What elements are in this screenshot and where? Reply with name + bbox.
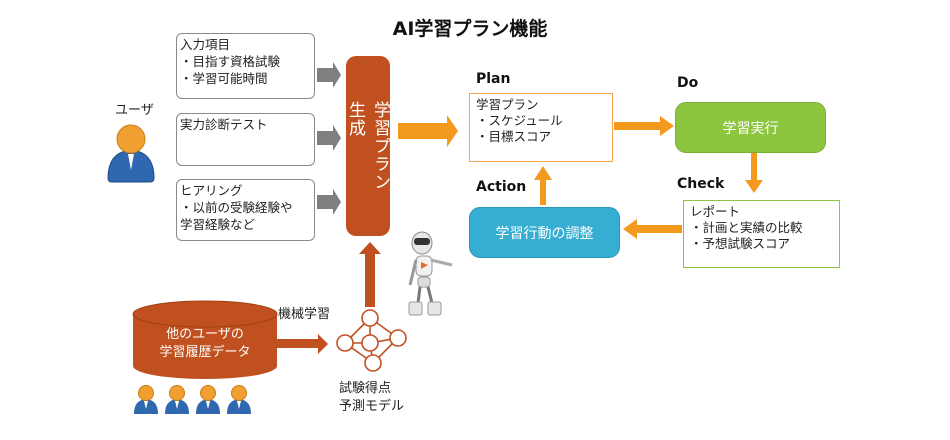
action-to-plan-arrow [534, 166, 552, 205]
neural-network-icon [336, 309, 407, 372]
check-to-action-arrow [623, 219, 682, 239]
user-icon [107, 124, 155, 183]
check-label: Check [677, 176, 725, 192]
diagram-title: AI学習プラン機能 [0, 14, 950, 41]
title-text: AI学習プラン機能 [392, 18, 548, 40]
plan-generator-label: 学習プラン生成 [345, 101, 390, 191]
other-user-icon [227, 385, 251, 414]
check-note: レポート ・計画と実績の比較 ・予想試験スコア [683, 200, 840, 268]
action-box: 学習行動の調整 [469, 207, 620, 258]
other-user-icon [196, 385, 220, 414]
input-arrow-2 [317, 125, 341, 151]
other-user-icon [165, 385, 189, 414]
input-arrow-1 [317, 62, 341, 88]
database-cylinder [132, 300, 278, 379]
database-label: 他のユーザの 学習履歴データ [159, 327, 251, 360]
do-label: Do [677, 75, 699, 91]
diagnostic-test-box: 実力診断テスト [176, 113, 315, 166]
other-users-group [134, 385, 251, 414]
do-to-check-arrow [745, 153, 763, 193]
action-label: Action [476, 179, 527, 195]
hearing-box: ヒアリング ・以前の受験経験や 学習経験など [176, 179, 315, 241]
input-arrow-3 [317, 189, 341, 215]
robot-icon [408, 231, 453, 316]
data-to-model-arrow [276, 334, 328, 354]
plan-label: Plan [476, 71, 511, 87]
input-item-box: 入力項目 ・目指す資格試験 ・学習可能時間 [176, 33, 315, 99]
model-label: 試験得点 予測モデル [339, 381, 405, 414]
do-box: 学習実行 [675, 102, 826, 153]
generator-to-plan-arrow [398, 115, 458, 147]
model-to-generator-arrow [359, 242, 381, 307]
plan-generator: 学習プラン生成 [345, 56, 390, 236]
plan-note: 学習プラン ・スケジュール ・目標スコア [469, 93, 613, 162]
other-user-icon [134, 385, 158, 414]
plan-to-do-arrow [614, 116, 674, 136]
machine-learning-label: 機械学習 [278, 307, 331, 322]
user-label: ユーザ [115, 103, 154, 118]
